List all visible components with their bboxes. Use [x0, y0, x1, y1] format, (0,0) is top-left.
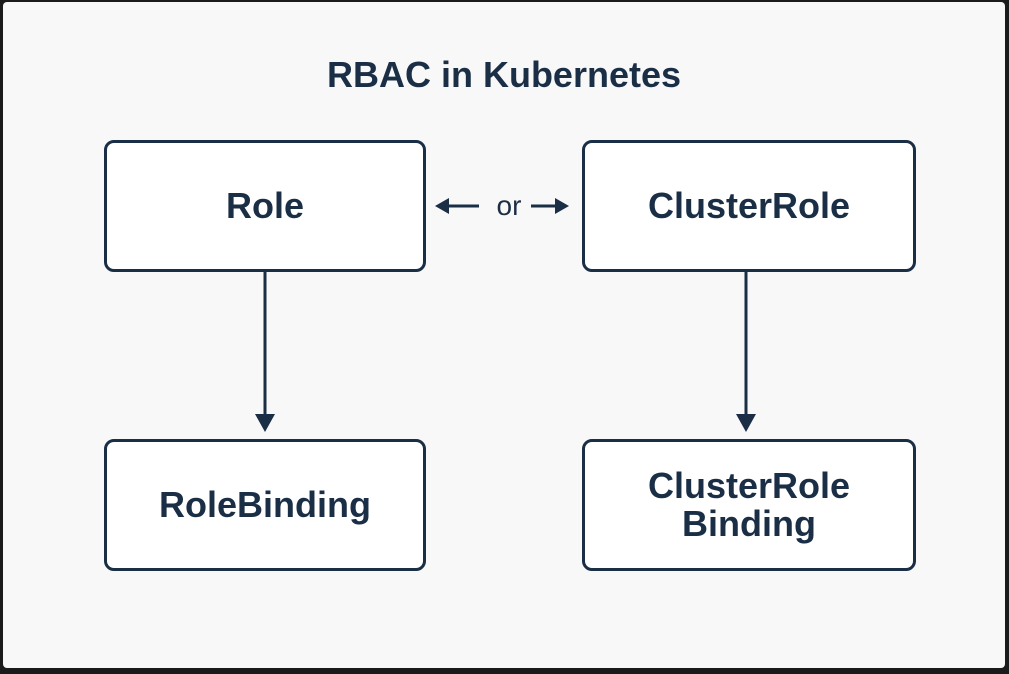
arrow-right-icon	[531, 198, 569, 214]
rolebinding-node-label: RoleBinding	[159, 484, 371, 525]
role-node-label: Role	[225, 185, 304, 226]
clusterrolebinding-node-label: ClusterRole Binding	[647, 465, 851, 544]
clusterrolebinding-node: ClusterRole Binding	[582, 439, 916, 571]
diagram-canvas: RBAC in Kubernetes Role ClusterRole Role…	[3, 2, 1005, 668]
diagram-edges	[255, 198, 756, 432]
clusterrole-node: ClusterRole	[582, 140, 916, 272]
or-connector-label: or	[496, 190, 522, 221]
role-node: Role	[104, 140, 426, 272]
clusterrole-node-label: ClusterRole	[647, 185, 851, 226]
diagram-title: RBAC in Kubernetes	[326, 54, 682, 95]
arrow-left-icon	[435, 198, 479, 214]
arrow-clusterrole-to-clusterrolebinding	[736, 270, 756, 432]
rolebinding-node: RoleBinding	[104, 439, 426, 571]
arrow-role-to-rolebinding	[255, 270, 275, 432]
